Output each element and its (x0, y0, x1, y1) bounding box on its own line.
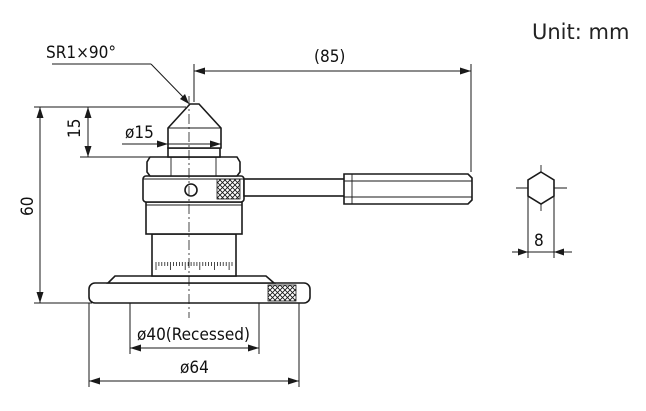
dim-dia-64-label: ø64 (180, 358, 209, 378)
graduated-collar (151, 233, 237, 277)
handle-arm (243, 173, 473, 205)
hex-nut (146, 156, 241, 177)
dim-dia-40-label: ø40(Recessed) (137, 325, 250, 345)
dim-length-85-label: (85) (314, 47, 345, 67)
base-flange (106, 275, 277, 284)
dim-height-15: 15 (65, 106, 186, 158)
anvil-neck (167, 147, 221, 158)
graduation-marks (155, 262, 233, 270)
dim-hex-8-label: 8 (534, 231, 544, 251)
dim-height-60-label: 60 (18, 197, 38, 216)
spindle-lock-body (142, 175, 245, 203)
conical-tip (167, 103, 222, 149)
dim-dia-15: ø15 (122, 123, 221, 148)
base-plate (88, 282, 311, 304)
dim-dia-40: ø40(Recessed) (129, 303, 260, 354)
dim-length-85: (85) (193, 47, 472, 172)
dim-sr-label: SR1×90° (46, 43, 116, 63)
hex-end-view: 8 (512, 165, 572, 258)
dim-dia-64: ø64 (88, 303, 300, 387)
dim-height-60: 60 (18, 106, 92, 304)
dim-sr-leader: SR1×90° (46, 43, 189, 104)
lock-hole (184, 183, 198, 197)
unit-label: Unit: mm (532, 20, 630, 44)
dim-height-15-label: 15 (65, 119, 85, 138)
main-barrel (145, 201, 243, 235)
dim-dia-15-label: ø15 (125, 123, 154, 143)
